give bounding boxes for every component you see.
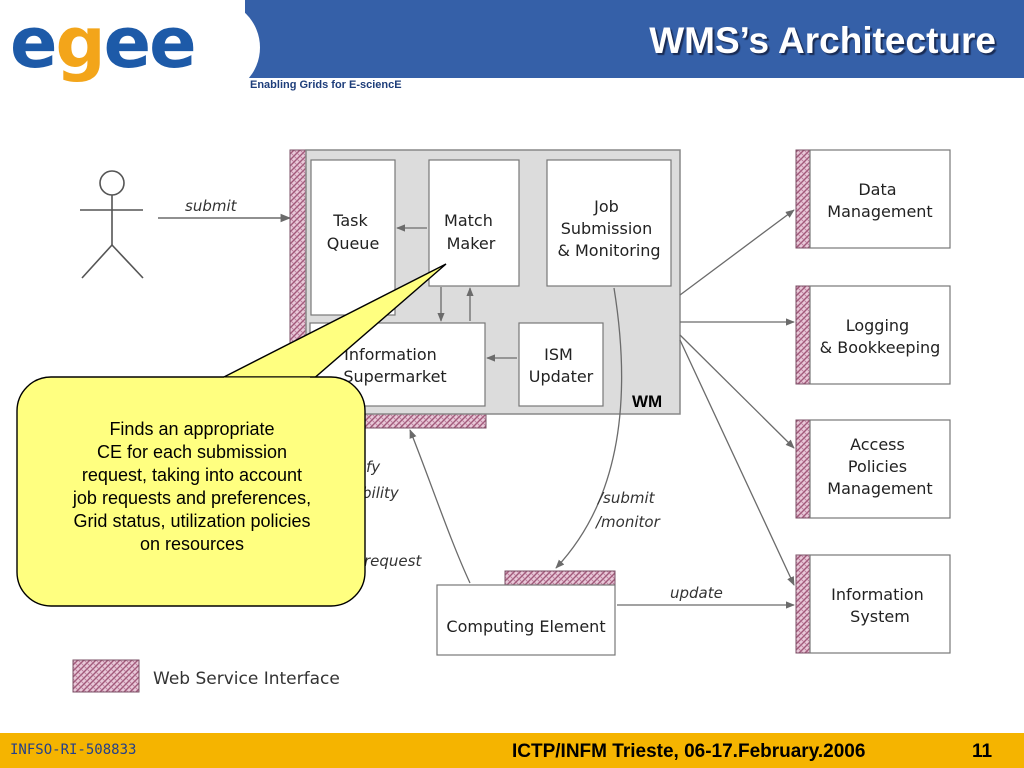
logo-tagline: Enabling Grids for E-sciencE [250,79,402,91]
data-management-box [809,149,951,249]
legend-swatch [72,659,140,693]
arrow-to-access-policies [679,334,795,449]
callout-bubble [16,376,366,607]
page-number: 11 [972,741,993,762]
submit-label: submit [185,197,238,215]
project-id: INFSO-RI-508833 [10,742,137,758]
egee-logo: egee [10,2,197,84]
wms-architecture-diagram: submit WM Task Queue Match Maker Job Sub… [16,149,951,693]
svg-text:Access Policies Manage: Access Policies Management [827,435,932,498]
data-management-ws [795,149,811,249]
computing-element-label: Computing Element [446,617,605,636]
arrow-ce-to-supermarket [409,429,471,584]
wm-label: WM [632,392,662,411]
information-system-ws [795,554,811,654]
partial-label-1: fy [366,458,381,476]
update-label: update [670,584,723,602]
slide-header: egee Enabling Grids for E-sciencE WMS’s … [0,0,1024,95]
computing-element-box [436,584,616,656]
svg-text:/submit /monitor: /submit /monitor [594,489,661,531]
partial-label-3: request [364,552,422,570]
arrow-to-information-system [679,339,795,586]
slide-title: WMS’s Architecture [649,20,996,61]
logging-ws [795,285,811,385]
logging-box [809,285,951,385]
svg-text:Task Queue: Task Queue [327,211,380,253]
header-subband [245,78,1024,95]
slide-footer: INFSO-RI-508833 ICTP/INFM Trieste, 06-17… [0,733,1024,768]
svg-text:Data Management: Data Management [827,180,932,221]
task-queue-box [310,159,396,316]
ism-updater-box [518,322,604,407]
callout-text: Finds an appropriate CE for each submiss… [72,419,312,554]
svg-text:Information System: Information System [831,585,929,626]
arrow-to-data-management [679,209,795,296]
logo-area: egee [0,0,260,95]
header-band [245,0,1024,78]
legend-label: Web Service Interface [153,669,340,689]
event-label: ICTP/INFM Trieste, 06-17.February.2006 [512,741,866,762]
svg-text:Information Supermarket: Information Supermarket [343,345,446,386]
svg-text:Job Submission & Monit: Job Submission & Monitoring [557,197,660,260]
svg-text:Match Maker: Match Maker [444,211,498,253]
svg-text:ISM Updater: ISM Updater [529,345,594,386]
access-policies-box [809,419,951,519]
arrow-submit-monitor [555,287,623,569]
computing-element-ws [504,570,616,586]
information-system-box [809,554,951,654]
access-policies-ws [795,419,811,519]
job-submission-box [546,159,672,287]
user-stick-figure [80,170,144,279]
partial-label-2: bility [362,484,400,502]
svg-text:Logging & Bookkeeping: Logging & Bookkeeping [820,316,941,357]
